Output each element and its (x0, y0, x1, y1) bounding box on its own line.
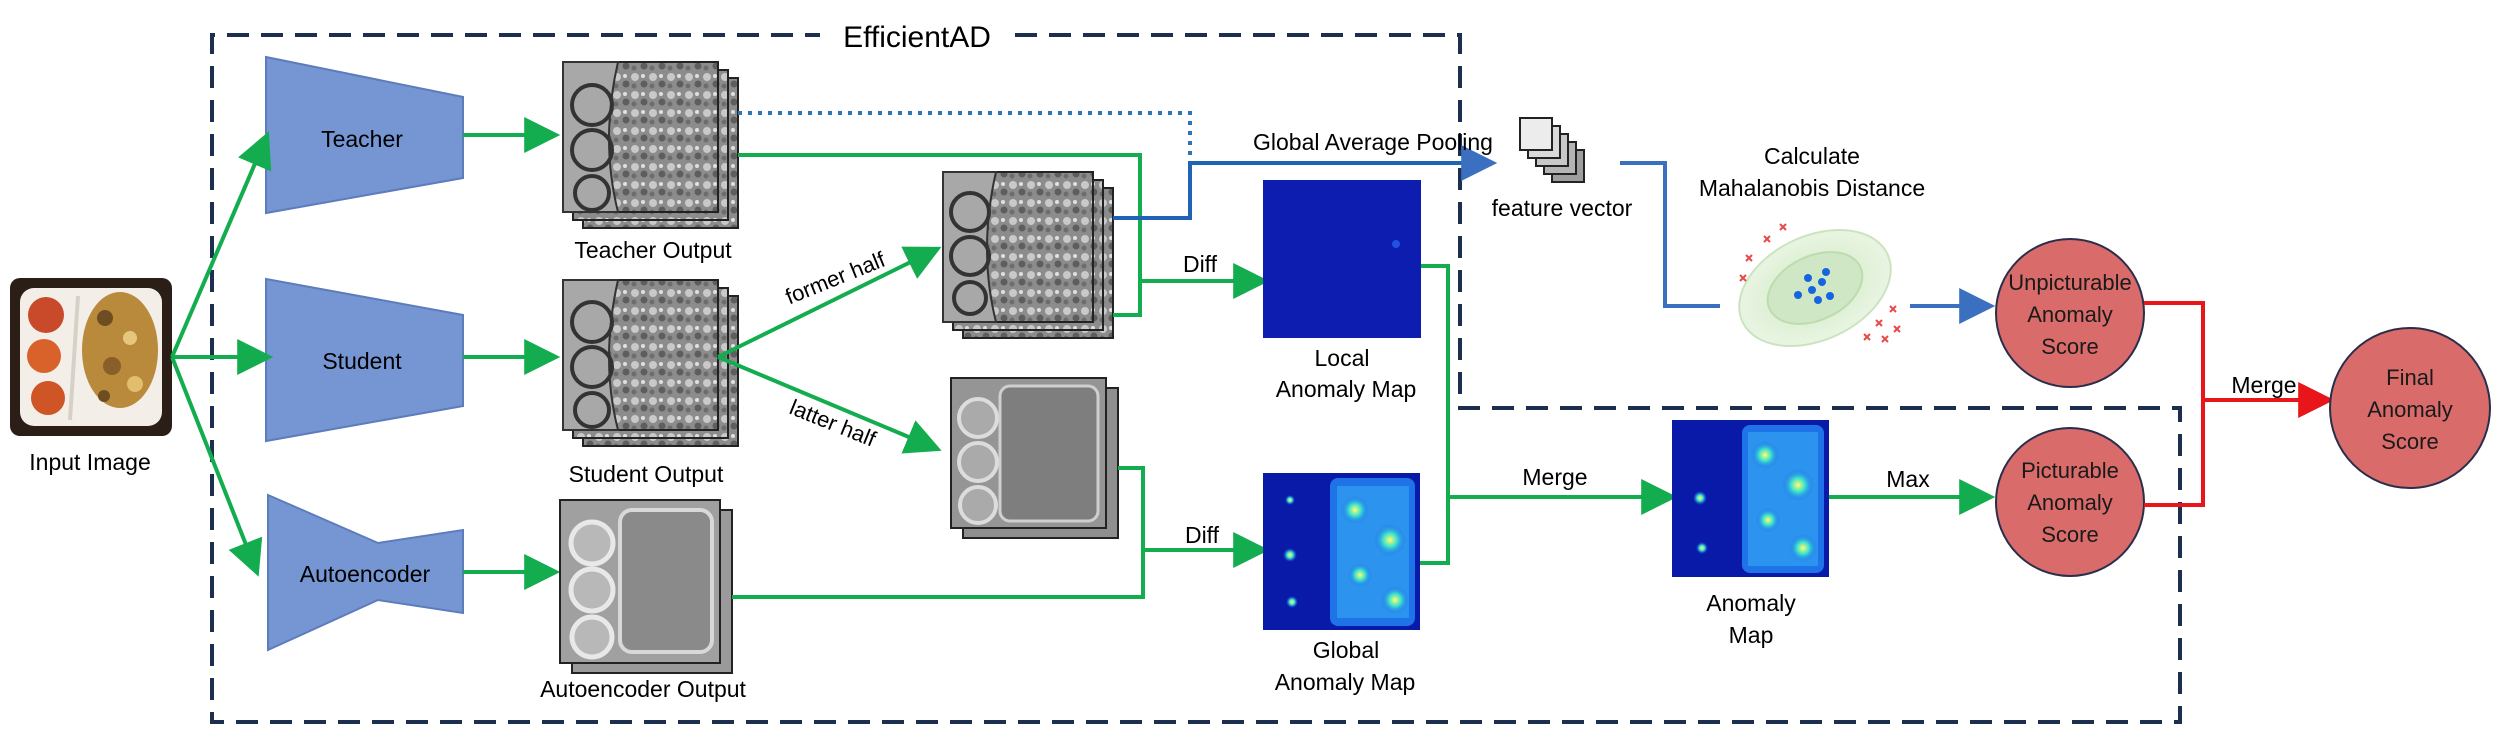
picturable-line1: Picturable (2021, 458, 2119, 483)
teacher-output-label: Teacher Output (574, 237, 732, 263)
merge-maps-connector (1420, 264, 1678, 565)
autoencoder-output-label: Autoencoder Output (540, 676, 746, 702)
merge-maps-label: Merge (1522, 464, 1587, 490)
teacher-label: Teacher (321, 126, 403, 152)
picturable-score-circle (1995, 427, 2145, 577)
unpicturable-line1: Unpicturable (2008, 270, 2132, 295)
max-label: Max (1886, 466, 1930, 492)
former-half-image (942, 171, 1114, 339)
combined-anomaly-map (1672, 420, 1829, 577)
input-to-networks-arrows (170, 131, 274, 577)
local-anomaly-map (1263, 180, 1421, 338)
student-output-image (562, 279, 739, 447)
merge-scores-label: Merge (2231, 372, 2296, 398)
mahalanobis-label-line2: Mahalanobis Distance (1699, 175, 1925, 201)
local-map-label-line1: Local (1315, 345, 1370, 371)
student-label: Student (322, 348, 402, 374)
local-diff-connector (738, 153, 1270, 317)
final-line1: Final (2386, 365, 2434, 390)
student-to-latter-half-arrow (717, 355, 942, 454)
input-image-label: Input Image (29, 449, 150, 475)
diff-bottom-label: Diff (1185, 522, 1220, 548)
student-output-label: Student Output (569, 461, 724, 487)
autoencoder-block (267, 493, 464, 652)
diff-top-label: Diff (1183, 251, 1218, 277)
local-map-label-line2: Anomaly Map (1276, 376, 1417, 402)
combined-map-label-line1: Anomaly (1706, 590, 1796, 616)
student-to-former-half-arrow (717, 246, 942, 359)
picturable-line2: Anomaly (2027, 490, 2113, 515)
pooling-label: Global Average Pooling (1253, 129, 1493, 155)
global-map-label-line1: Global (1313, 637, 1379, 663)
final-score-circle (2329, 327, 2491, 489)
efficientad-frame (210, 33, 2182, 724)
global-map-label-line2: Anomaly Map (1275, 669, 1416, 695)
global-diff-connector (732, 466, 1270, 599)
pooling-line (1113, 145, 1498, 220)
unpicturable-score-circle (1995, 238, 2145, 388)
picturable-line3: Score (2041, 522, 2098, 547)
final-line3: Score (2381, 429, 2438, 454)
mahalanobis-distribution (1738, 223, 1901, 348)
unpicturable-line3: Score (2041, 334, 2098, 359)
teacher-output-image (562, 61, 739, 229)
feature-to-mahalanobis-line (1620, 161, 1720, 308)
student-block (265, 277, 464, 443)
input-image (10, 278, 172, 436)
frame-title: EfficientAD (843, 21, 991, 54)
network-to-output-arrows (463, 117, 561, 590)
feature-vector-icon (1519, 117, 1585, 183)
combined-map-label-line2: Map (1729, 622, 1774, 648)
autoencoder-label: Autoencoder (300, 561, 431, 587)
latter-half-label: latter half (786, 395, 880, 452)
autoencoder-output-image (559, 499, 733, 674)
mahalanobis-label-line1: Calculate (1764, 143, 1860, 169)
unpicturable-line2: Anomaly (2027, 302, 2113, 327)
feature-vector-label: feature vector (1492, 195, 1633, 221)
teacher-to-pooling-dotted-line (738, 111, 1192, 163)
global-anomaly-map (1263, 473, 1420, 630)
latter-half-image (950, 377, 1119, 539)
final-line2: Anomaly (2367, 397, 2453, 422)
score-merge-connector (2144, 301, 2335, 507)
